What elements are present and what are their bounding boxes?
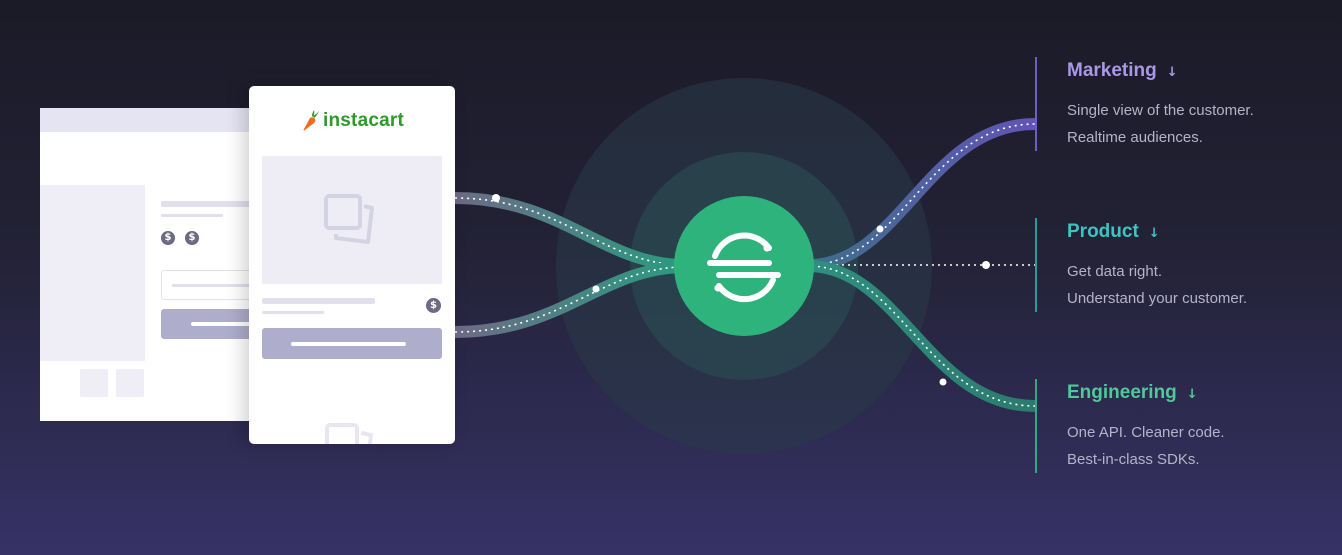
mobile-app-mockup: instacart $ — [249, 86, 455, 444]
product-image-placeholder — [40, 185, 145, 361]
event-dot — [876, 225, 884, 233]
output-pipe-engineering — [811, 260, 1036, 412]
price-icon: $ — [161, 231, 175, 245]
add-to-cart-button-placeholder — [262, 328, 442, 359]
instacart-logo: instacart — [303, 110, 404, 132]
image-icon — [324, 194, 374, 244]
thumbnail-placeholder — [116, 369, 144, 397]
arrow-down-icon: ↓ — [1166, 65, 1178, 80]
carrot-icon — [303, 110, 319, 131]
destination-title: Engineering↓ — [1067, 382, 1198, 403]
browser-toolbar — [40, 108, 290, 132]
output-pipe-marketing — [811, 118, 1036, 271]
destination-title: Marketing↓ — [1067, 60, 1178, 81]
image-icon — [325, 423, 374, 444]
browser-mockup: $ $ — [40, 108, 290, 421]
product-image-placeholder — [262, 156, 442, 284]
price-icon: $ — [185, 231, 199, 245]
arrow-down-icon: ↓ — [1186, 387, 1198, 402]
event-dot — [939, 378, 947, 386]
thumbnail-placeholder — [80, 369, 108, 397]
arrow-down-icon: ↓ — [1148, 226, 1160, 241]
price-icon: $ — [426, 298, 441, 313]
brand-name: instacart — [323, 110, 405, 131]
text-line-placeholder — [161, 201, 290, 207]
text-line-placeholder — [262, 298, 375, 304]
destination-description: Single view of the customer. Realtime au… — [1067, 102, 1254, 146]
text-line-placeholder — [262, 311, 324, 314]
event-dot — [492, 194, 500, 202]
destination-marketing: Marketing↓ Single view of the customer. … — [1035, 57, 1337, 151]
text-line-placeholder — [161, 214, 223, 217]
event-dot — [982, 261, 990, 269]
destination-title: Product↓ — [1067, 221, 1160, 242]
destination-product: Product↓ Get data right. Understand your… — [1035, 218, 1337, 312]
destination-description: One API. Cleaner code. Best-in-class SDK… — [1067, 424, 1225, 468]
destination-description: Get data right. Understand your customer… — [1067, 263, 1248, 307]
segment-logo-icon — [707, 232, 781, 303]
destination-engineering: Engineering↓ One API. Cleaner code. Best… — [1035, 379, 1337, 473]
event-dot — [592, 285, 600, 293]
